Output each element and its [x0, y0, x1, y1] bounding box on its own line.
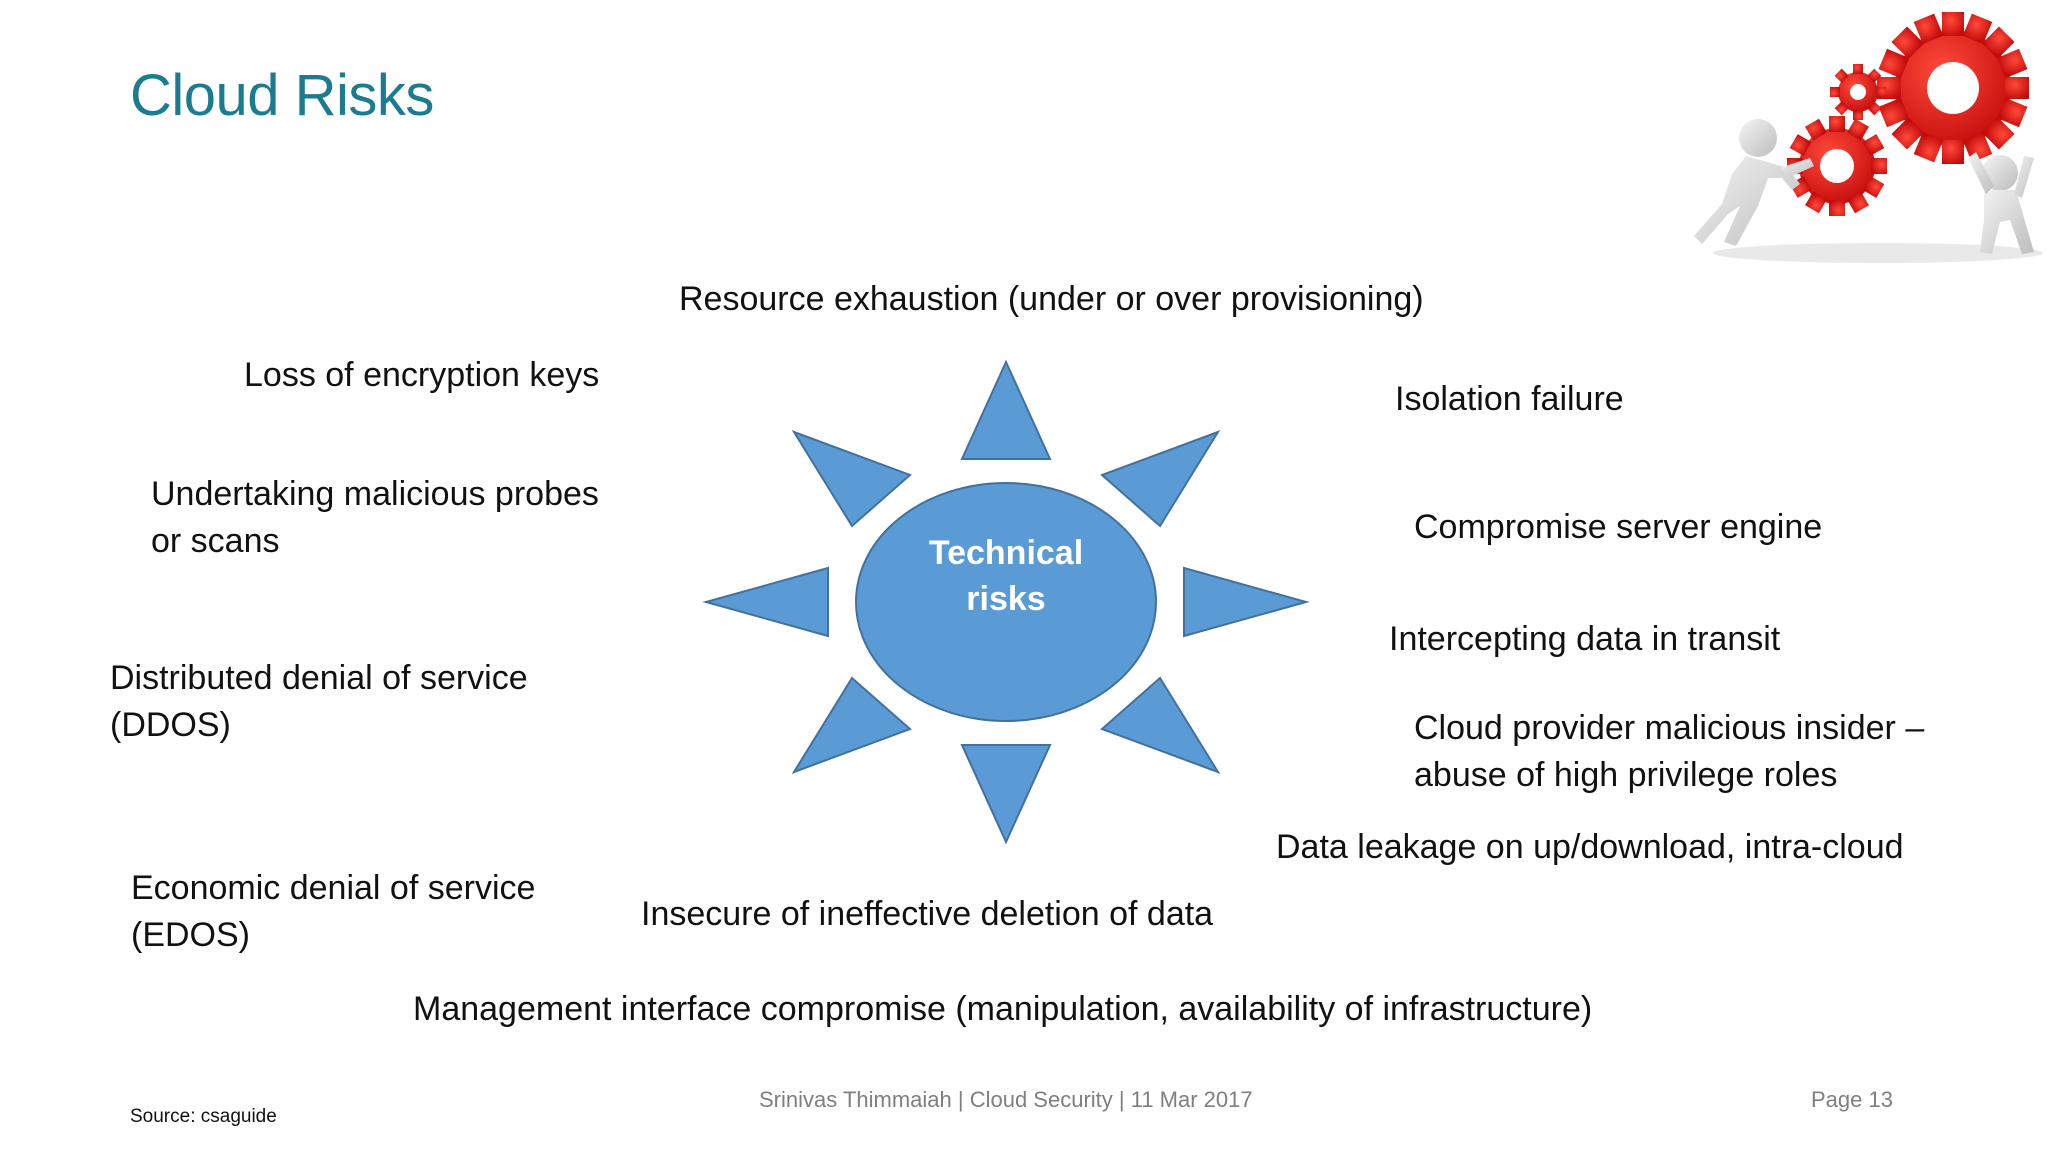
risk-isolation-failure: Isolation failure	[1395, 380, 1624, 418]
risk-compromise-server-engine: Compromise server engine	[1414, 508, 1823, 546]
risk-edos-line-2: (EDOS)	[131, 916, 250, 954]
gears-illustration	[1688, 8, 2048, 270]
ray-bottom-left	[791, 676, 912, 774]
risk-ddos-line-1: Distributed denial of service	[110, 659, 528, 697]
small-gear-icon	[1830, 64, 1886, 120]
risk-insecure-deletion: Insecure of ineffective deletion of data	[641, 895, 1214, 933]
left-figure-icon	[1694, 119, 1814, 246]
ray-bottom	[960, 744, 1052, 845]
slide-title: Cloud Risks	[130, 63, 434, 128]
risk-management-interface: Management interface compromise (manipul…	[413, 990, 1593, 1028]
ray-top	[960, 359, 1052, 460]
ray-left	[702, 566, 829, 638]
footer-presenter-info: Srinivas Thimmaiah | Cloud Security | 11…	[759, 1087, 1253, 1112]
right-figure-icon	[1968, 152, 2034, 254]
ray-top-left	[791, 430, 912, 528]
risk-intercepting-data: Intercepting data in transit	[1389, 620, 1781, 658]
risk-malicious-probes-line-2: or scans	[151, 522, 280, 560]
risk-edos: Economic denial of service (EDOS)	[131, 865, 535, 959]
risk-malicious-probes: Undertaking malicious probes or scans	[151, 471, 599, 565]
risk-loss-of-encryption-keys: Loss of encryption keys	[244, 356, 600, 394]
ray-top-right	[1100, 430, 1221, 528]
risk-resource-exhaustion: Resource exhaustion (under or over provi…	[679, 280, 1424, 318]
center-node-line-1: Technical	[928, 534, 1084, 572]
risk-malicious-probes-line-1: Undertaking malicious probes	[151, 475, 599, 513]
center-node-label: Technical risks	[906, 530, 1106, 622]
risk-edos-line-1: Economic denial of service	[131, 869, 536, 907]
risk-malicious-insider: Cloud provider malicious insider – abuse…	[1414, 705, 1924, 799]
ray-right	[1183, 566, 1310, 638]
risk-data-leakage: Data leakage on up/download, intra-cloud	[1276, 828, 1904, 866]
source-note: Source: csaguide	[130, 1106, 277, 1127]
center-node-line-2: risks	[966, 580, 1046, 618]
footer-page-number: Page 13	[1811, 1087, 1893, 1112]
ray-bottom-right	[1100, 676, 1221, 774]
risk-ddos: Distributed denial of service (DDOS)	[110, 655, 528, 749]
center-ellipse	[855, 482, 1157, 722]
risk-ddos-line-2: (DDOS)	[110, 706, 231, 744]
risk-malicious-insider-line-1: Cloud provider malicious insider –	[1414, 709, 1925, 747]
risk-malicious-insider-line-2: abuse of high privilege roles	[1414, 756, 1838, 794]
